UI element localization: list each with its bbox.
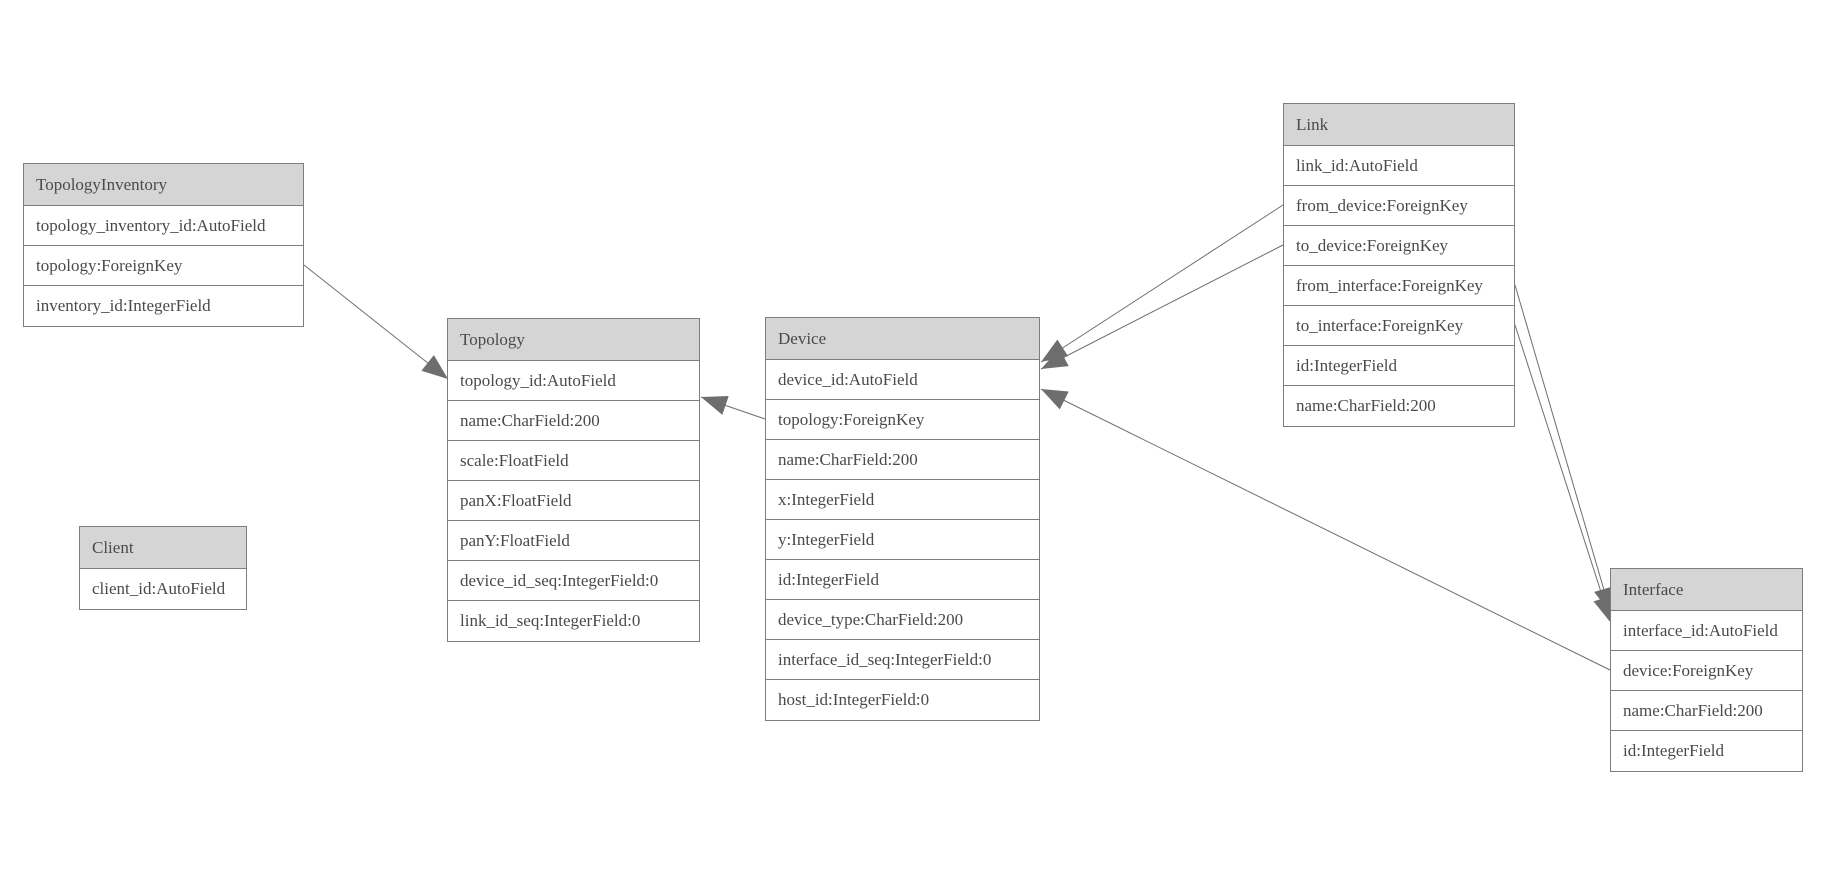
field-row: topology:ForeignKey: [24, 246, 303, 286]
field-row: interface_id:AutoField: [1611, 611, 1802, 651]
field-row: to_device:ForeignKey: [1284, 226, 1514, 266]
entity-table-topology-inventory: TopologyInventory topology_inventory_id:…: [23, 163, 304, 327]
field-row: to_interface:ForeignKey: [1284, 306, 1514, 346]
field-row: from_interface:ForeignKey: [1284, 266, 1514, 306]
relation-edge-link-to_interface-to-interface: [1514, 324, 1613, 624]
table-title-link: Link: [1284, 104, 1514, 146]
field-row: topology_inventory_id:AutoField: [24, 206, 303, 246]
field-row: interface_id_seq:IntegerField:0: [766, 640, 1039, 680]
field-row: name:CharField:200: [448, 401, 699, 441]
field-row: panX:FloatField: [448, 481, 699, 521]
field-row: device_id:AutoField: [766, 360, 1039, 400]
field-row: link_id:AutoField: [1284, 146, 1514, 186]
field-row: id:IntegerField: [1611, 731, 1802, 771]
field-row: topology_id:AutoField: [448, 361, 699, 401]
relation-edge-link-from_device-to-device: [1040, 204, 1284, 363]
field-row: device_id_seq:IntegerField:0: [448, 561, 699, 601]
field-row: id:IntegerField: [766, 560, 1039, 600]
table-title-topology-inventory: TopologyInventory: [24, 164, 303, 206]
field-row: topology:ForeignKey: [766, 400, 1039, 440]
field-row: name:CharField:200: [766, 440, 1039, 480]
field-row: inventory_id:IntegerField: [24, 286, 303, 326]
table-title-interface: Interface: [1611, 569, 1802, 611]
field-row: device_type:CharField:200: [766, 600, 1039, 640]
field-row: device:ForeignKey: [1611, 651, 1802, 691]
field-row: id:IntegerField: [1284, 346, 1514, 386]
relation-edge-device-topology-to-topology: [700, 395, 766, 420]
field-row: scale:FloatField: [448, 441, 699, 481]
field-row: client_id:AutoField: [80, 569, 246, 609]
field-row: from_device:ForeignKey: [1284, 186, 1514, 226]
entity-table-client: Client client_id:AutoField: [79, 526, 247, 610]
table-title-client: Client: [80, 527, 246, 569]
table-title-device: Device: [766, 318, 1039, 360]
relation-edge-interface-device-to-device: [1040, 388, 1611, 671]
relation-edge-topologyinventory-topology-to-topology: [303, 264, 449, 380]
table-title-topology: Topology: [448, 319, 699, 361]
field-row: host_id:IntegerField:0: [766, 680, 1039, 720]
field-row: x:IntegerField: [766, 480, 1039, 520]
field-row: link_id_seq:IntegerField:0: [448, 601, 699, 641]
field-row: name:CharField:200: [1284, 386, 1514, 426]
relation-edge-link-from_interface-to-interface: [1514, 284, 1614, 615]
field-row: name:CharField:200: [1611, 691, 1802, 731]
field-row: y:IntegerField: [766, 520, 1039, 560]
relation-edge-link-to_device-to-device: [1040, 244, 1284, 370]
field-row: panY:FloatField: [448, 521, 699, 561]
field-rows: client_id:AutoField: [80, 569, 246, 609]
